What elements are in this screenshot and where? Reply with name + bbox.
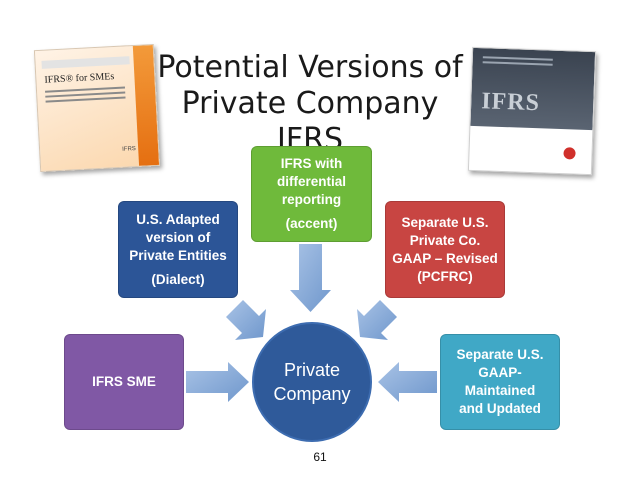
- block-arrow-icon-diag-right: [357, 300, 397, 340]
- box-subtitle: (Dialect): [151, 271, 205, 287]
- slide-title: Potential Versions of Private Company IF…: [150, 50, 470, 158]
- box-line: IFRS with: [280, 156, 343, 171]
- circle-line-2: Company: [273, 384, 351, 404]
- box-line: Private Co.: [409, 232, 481, 248]
- box-line: differential: [276, 174, 346, 189]
- private-company-circle: Private Company: [252, 322, 372, 442]
- box-line: Private Entities: [129, 247, 227, 263]
- block-arrow-icon-right: [186, 362, 249, 402]
- title-line-1: Potential Versions of: [157, 50, 463, 85]
- page-number: 61: [313, 450, 327, 464]
- box-line: IFRS SME: [92, 374, 156, 389]
- box-line: U.S. Adapted: [136, 211, 220, 227]
- us-adapted-version-box: U.S. Adapted version of Private Entities…: [118, 201, 238, 298]
- box-line: reporting: [281, 192, 342, 207]
- box-subtitle: (PCFRC): [417, 268, 473, 284]
- box-line: Separate U.S.: [456, 347, 544, 362]
- block-arrow-icon-left: [378, 362, 437, 402]
- block-arrow-icon-diag-left: [226, 300, 266, 340]
- title-line-2: Private Company IFRS: [181, 86, 439, 157]
- ifrs-differential-reporting-box: IFRS with differential reporting (accent…: [251, 146, 372, 242]
- box-line: and Updated: [459, 401, 541, 416]
- separate-us-gaap-maintained-box: Separate U.S. GAAP- Maintained and Updat…: [440, 334, 560, 430]
- box-line: Separate U.S.: [401, 214, 489, 230]
- separate-us-private-gaap-box: Separate U.S. Private Co. GAAP – Revised…: [385, 201, 505, 298]
- block-arrow-icon-down: [290, 244, 331, 312]
- box-line: Maintained: [464, 383, 536, 398]
- box-subtitle: (accent): [285, 216, 338, 231]
- box-line: version of: [145, 229, 211, 245]
- circle-line-1: Private: [283, 360, 341, 380]
- box-line: GAAP – Revised: [392, 250, 498, 266]
- box-line: GAAP-: [478, 365, 522, 380]
- ifrs-sme-box: IFRS SME: [64, 334, 184, 430]
